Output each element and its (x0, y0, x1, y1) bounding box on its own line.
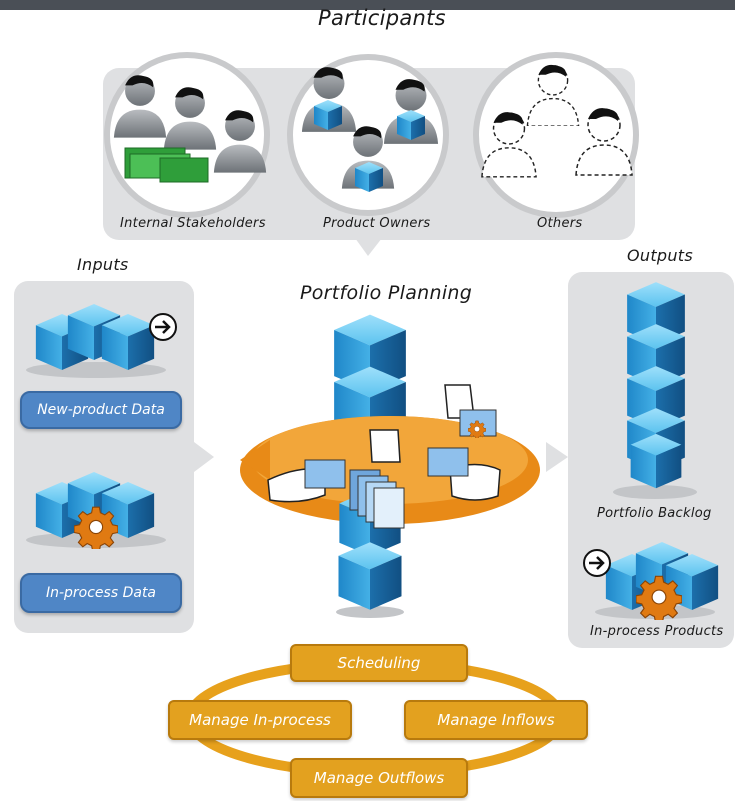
participants-title: Participants (318, 6, 446, 30)
internal-stakeholders-group (104, 52, 270, 218)
output-in-process-products: In-process Products (590, 624, 724, 639)
portfolio-planning-title: Portfolio Planning (300, 282, 473, 304)
arrow-right-icon (148, 312, 178, 342)
outputs-title: Outputs (627, 246, 694, 265)
input-new-product-data: New-product Data (20, 391, 182, 429)
activity-manage-in-process: Manage In-process (168, 700, 352, 740)
activity-scheduling: Scheduling (290, 644, 468, 682)
others-group (473, 52, 639, 218)
output-portfolio-backlog: Portfolio Backlog (597, 506, 712, 521)
arrow-right-icon (582, 548, 612, 578)
gear-icon (636, 575, 682, 620)
activity-manage-inflows: Manage Inflows (404, 700, 588, 740)
participant-label-product-owners: Product Owners (323, 216, 431, 231)
in-process-products-cubes (582, 542, 719, 620)
portfolio-backlog-stack (613, 282, 697, 499)
participant-label-internal-stakeholders: Internal Stakeholders (120, 216, 266, 231)
top-bar (0, 0, 735, 10)
activity-manage-outflows: Manage Outflows (290, 758, 468, 798)
portfolio-planning-graphic (240, 314, 540, 618)
money-icon (124, 147, 209, 183)
product-owners-group (287, 54, 449, 216)
cards-icon (349, 469, 405, 529)
inputs-title: Inputs (77, 255, 129, 274)
new-product-cubes (26, 304, 178, 378)
participant-label-others: Others (537, 216, 583, 231)
input-in-process-data: In-process Data (20, 573, 182, 613)
gear-icon (74, 506, 118, 549)
in-process-cubes (26, 472, 166, 549)
